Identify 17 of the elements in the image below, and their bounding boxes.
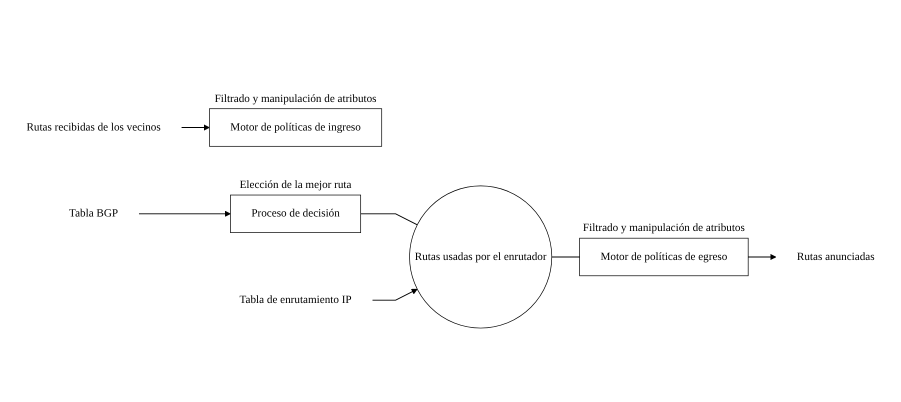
arrow — [748, 254, 776, 260]
node-circle: Rutas usadas por el enrutador — [409, 186, 552, 328]
arrow — [138, 210, 231, 217]
node-box: Motor de políticas de egreso — [579, 238, 749, 276]
arrow — [181, 124, 210, 131]
annotation-text: Elección de la mejor ruta — [238, 179, 352, 192]
annotation-text: Filtrado y manipulación de atributos — [214, 92, 378, 106]
node-text: Rutas recibidas de los vecinos — [26, 121, 161, 134]
connector — [360, 213, 418, 226]
node-box: Motor de políticas de ingreso — [209, 108, 382, 147]
node-text: Rutas anunciadas — [796, 250, 875, 263]
node-box: Proceso de decisión — [230, 194, 362, 233]
node-text: Tabla BGP — [69, 208, 118, 220]
arrow — [372, 288, 418, 301]
annotation-text: Filtrado y manipulación de atributos — [582, 222, 746, 235]
connector — [551, 256, 580, 258]
node-text: Tabla de enrutamiento IP — [240, 294, 352, 306]
